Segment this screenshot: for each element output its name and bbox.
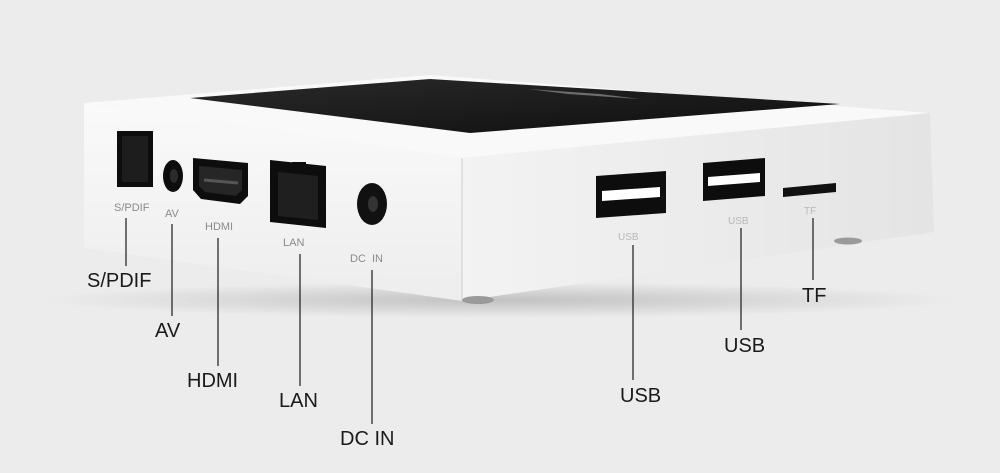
engraving-spdif: S/PDIF bbox=[114, 202, 150, 214]
engraving-av: AV bbox=[165, 208, 180, 220]
engraving-hdmi: HDMI bbox=[205, 221, 233, 233]
dc-in-port bbox=[357, 183, 387, 225]
hdmi-port bbox=[193, 158, 248, 204]
foot bbox=[834, 237, 862, 245]
callout-lan: LAN bbox=[279, 390, 318, 412]
callout-dc-in: DC IN bbox=[340, 428, 395, 450]
callout-usb-2: USB bbox=[724, 335, 766, 357]
engraving-usb-2: USB bbox=[728, 216, 749, 227]
side-face bbox=[462, 113, 934, 301]
callout-spdif: S/PDIF bbox=[87, 270, 152, 292]
callout-av: AV bbox=[155, 320, 181, 342]
engraving-tf: TF bbox=[804, 206, 816, 217]
ground-shadow bbox=[40, 282, 960, 318]
engraving-dc-in: DC IN bbox=[350, 253, 383, 265]
callout-usb-1: USB bbox=[620, 385, 662, 407]
lan-port bbox=[270, 160, 326, 228]
logo-mark bbox=[528, 89, 640, 99]
usb-port-1 bbox=[596, 171, 666, 218]
callout-hdmi: HDMI bbox=[187, 370, 239, 392]
usb-port-2 bbox=[703, 158, 765, 201]
engraving-usb-1: USB bbox=[618, 232, 639, 243]
leader-lines bbox=[125, 218, 814, 424]
engraving-lan: LAN bbox=[283, 237, 304, 249]
top-panel bbox=[190, 79, 840, 133]
foot bbox=[462, 296, 494, 304]
av-port bbox=[163, 160, 183, 192]
spdif-port bbox=[117, 131, 153, 187]
tf-slot bbox=[783, 183, 836, 197]
callout-tf: TF bbox=[802, 285, 827, 307]
